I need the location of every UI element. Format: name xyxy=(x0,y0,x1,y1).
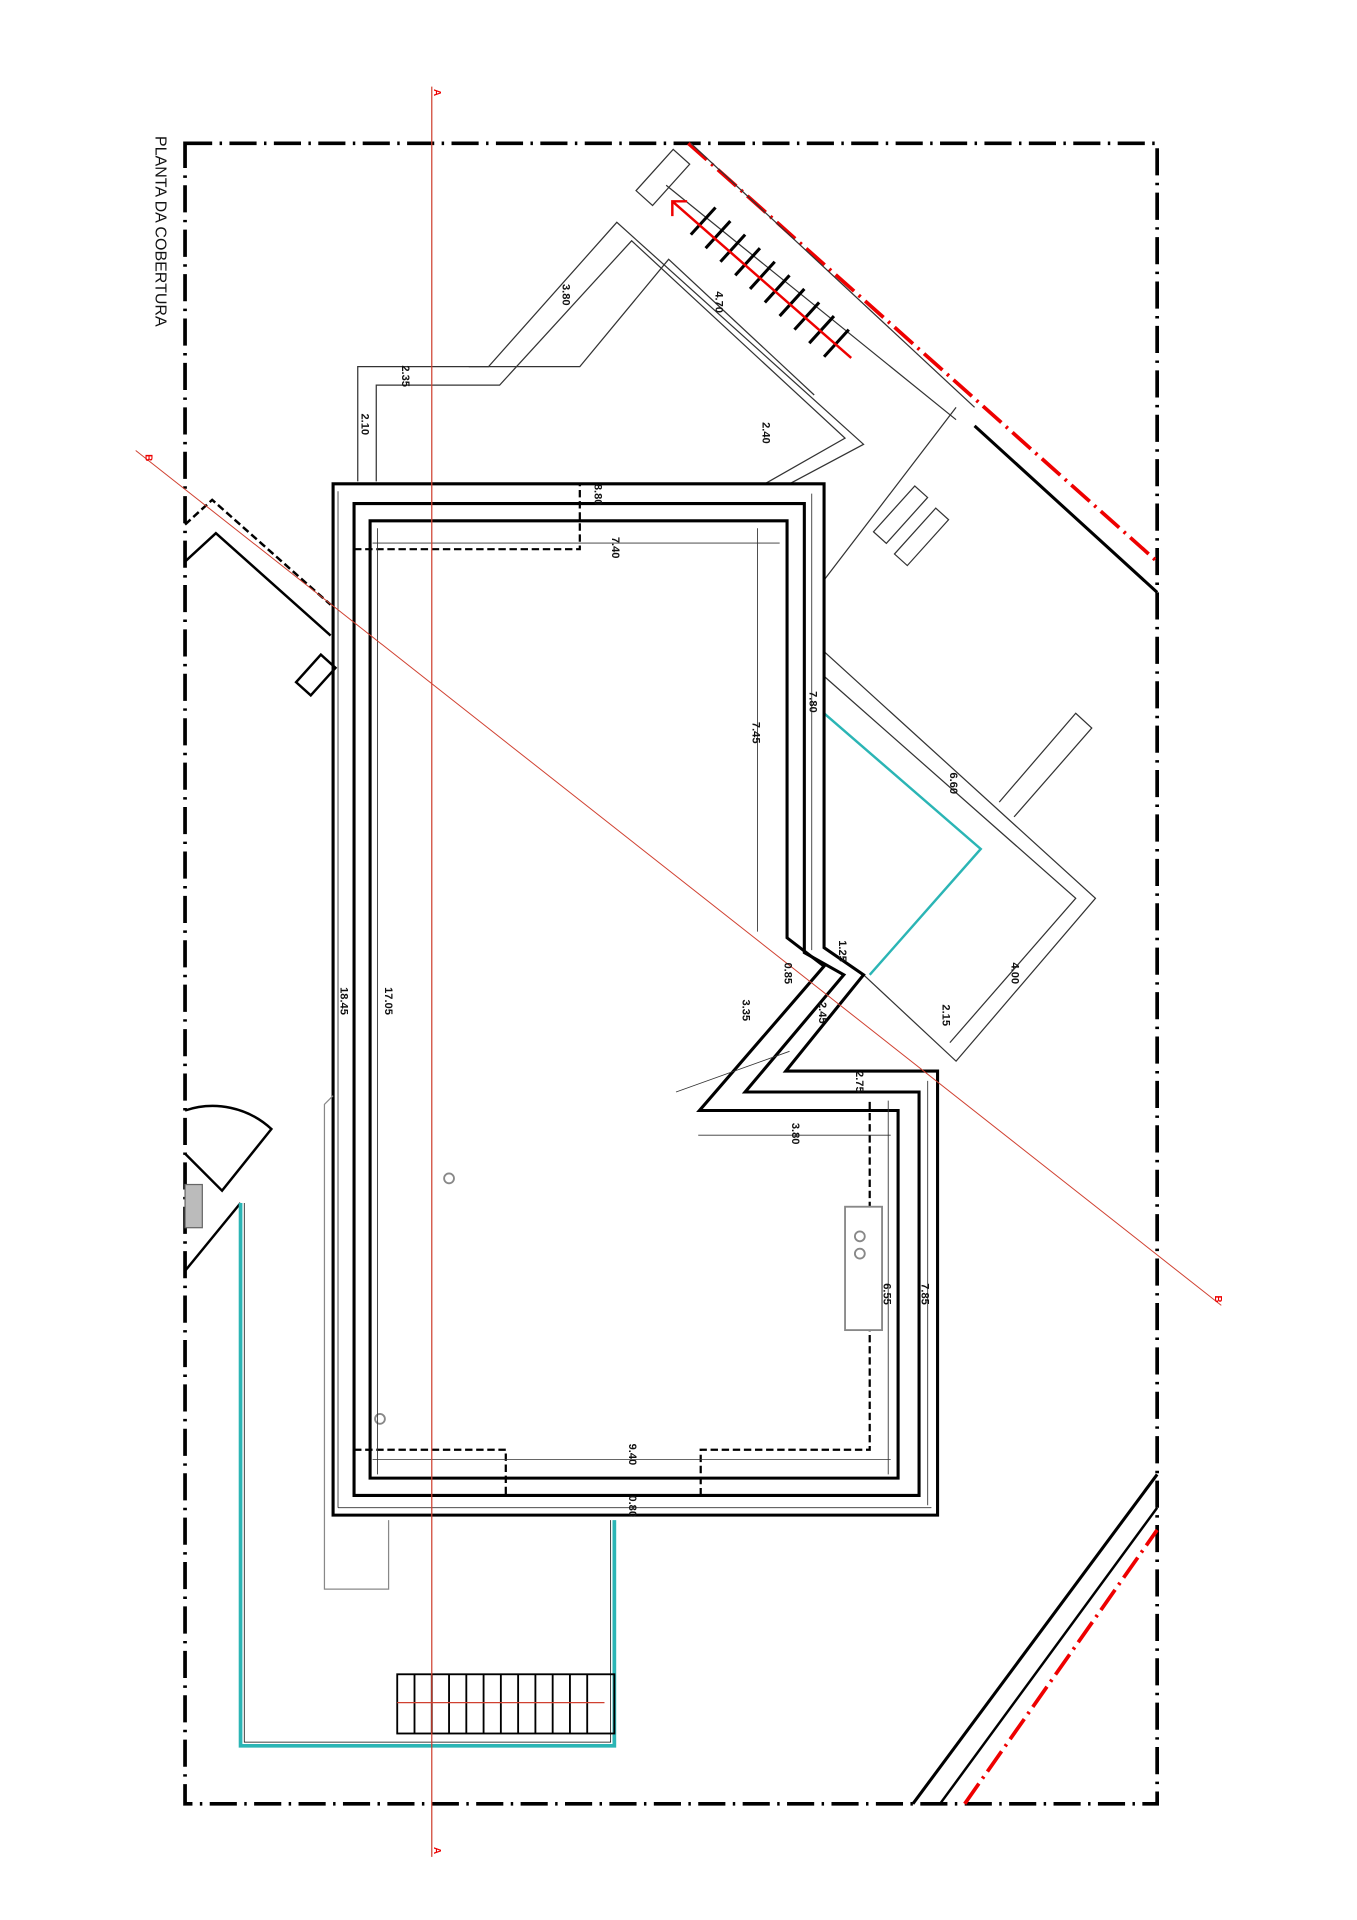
drawing-title: PLANTA DA COBERTURA xyxy=(151,136,169,327)
section-marker-b-right: B xyxy=(1212,1296,1223,1303)
dimension-label: 1.25 xyxy=(836,940,848,962)
section-marker-a-bottom: A xyxy=(431,1847,442,1854)
arrow-head-icon xyxy=(671,200,688,217)
dimension-label: 8.80 xyxy=(592,484,604,506)
dimension-label: 2.75 xyxy=(853,1071,865,1093)
dimension-label: 2.40 xyxy=(759,422,771,444)
drain-icon xyxy=(443,1172,455,1185)
section-marker-b-left: B xyxy=(143,454,154,461)
section-line-b xyxy=(135,450,1222,1306)
dimension-label: 2.45 xyxy=(816,1002,828,1024)
dimension-label: 3.80 xyxy=(789,1123,801,1145)
dimension-label: 4.70 xyxy=(713,291,725,313)
dimension-label: 6.60 xyxy=(947,772,959,794)
dimension-label: 2.15 xyxy=(939,1004,951,1026)
glass-panel xyxy=(823,712,983,976)
dimension-label: 2.10 xyxy=(358,413,370,435)
upper-terrace xyxy=(357,142,975,581)
main-building-walls xyxy=(331,482,940,1517)
property-line-top xyxy=(687,141,1159,563)
dimension-label: 17.05 xyxy=(382,987,394,1015)
dimension-label: 3.35 xyxy=(740,999,752,1021)
grid-detail xyxy=(184,1183,203,1229)
dimension-label: 3.80 xyxy=(560,284,572,306)
glass-railing xyxy=(238,1203,617,1748)
property-line-bottom xyxy=(963,1528,1159,1805)
dimension-label: 9.40 xyxy=(626,1444,638,1466)
site-boundary xyxy=(183,141,1160,1806)
dimension-label: 0.85 xyxy=(782,962,794,984)
dimension-label: 7.45 xyxy=(750,722,762,744)
dimension-label: 7.40 xyxy=(609,537,621,559)
road-edge-bottom-1 xyxy=(911,1473,1159,1805)
section-marker-a-top: A xyxy=(431,89,442,96)
dimension-label: 18.45 xyxy=(337,987,349,1015)
drain-icon xyxy=(374,1413,386,1425)
skylight xyxy=(844,1205,883,1332)
stair-direction-arrow xyxy=(671,200,853,359)
dimension-labels: 3.80 4.70 2.35 2.10 2.40 8.80 7.40 7.80 … xyxy=(337,284,1020,1517)
dimension-label: 6.55 xyxy=(880,1283,892,1305)
dimension-label: 2.35 xyxy=(399,365,411,387)
dimension-label: 7.80 xyxy=(806,691,818,713)
dimension-lines xyxy=(337,491,932,1509)
stair-upper xyxy=(689,206,850,358)
dimension-label: 4.00 xyxy=(1009,962,1021,984)
road-edge-top xyxy=(973,424,1159,594)
gray-outline xyxy=(323,1095,390,1590)
dimension-label: 0.80 xyxy=(626,1495,638,1517)
dimension-label: 7.85 xyxy=(919,1283,931,1305)
road-edge-bottom-2 xyxy=(939,1507,1159,1805)
drain-icon xyxy=(853,1230,866,1243)
left-wall xyxy=(184,498,338,1272)
drain-icon xyxy=(853,1247,866,1260)
stair-lower xyxy=(396,1673,616,1735)
right-terrace xyxy=(823,651,1097,1063)
